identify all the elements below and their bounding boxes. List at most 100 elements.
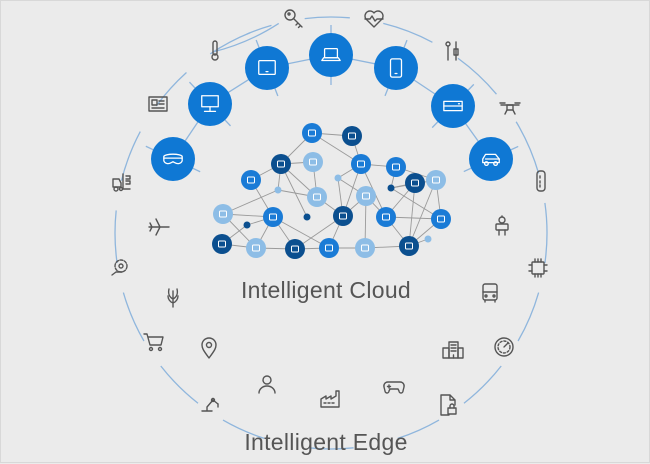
intelligent-cloud-label: Intelligent Cloud [240,277,412,303]
gauge-icon [494,337,514,357]
node-glyph [348,132,356,140]
node-glyph [277,160,285,168]
cloud-node [351,154,371,174]
ring-segment [209,32,251,55]
cloud-node [355,238,375,258]
cloud-node [241,170,261,190]
edge-device-laptop [309,33,353,77]
ring-segment [114,210,118,264]
ring-segment [397,419,440,440]
device-stub [255,39,260,48]
network-link [408,182,416,247]
network-link [222,189,279,215]
tablet-icon [258,60,276,76]
location-pin-icon [201,337,217,359]
network-link [408,179,437,247]
device-circle [151,137,195,181]
cloud-node [319,238,339,258]
device-circle [188,82,232,126]
edge-device-car [469,137,513,181]
node-glyph [308,129,316,137]
phone-icon [389,58,403,78]
chip-icon [528,258,548,278]
node-glyph [218,240,226,248]
cloud-node [302,123,322,143]
plant-icon [167,288,179,308]
cloud-junction [274,186,282,194]
node-glyph [362,192,370,200]
forklift-icon [112,173,131,192]
node-glyph [269,213,277,221]
node-glyph [357,160,365,168]
node-glyph [219,210,227,218]
device-stub [510,145,519,151]
edge-device-phone [374,46,418,90]
tools-icon [445,41,459,61]
cloud-node [307,187,327,207]
factory-icon [320,390,340,408]
node-glyph [325,244,333,252]
cloud-node [285,239,305,259]
device-circle [374,46,418,90]
ring-segment [122,292,145,342]
cloud-node [333,206,353,226]
cloud-node [303,152,323,172]
ring-segment [160,365,199,404]
cloud-node [246,238,266,258]
ring-segment [544,202,548,264]
cloud-junction [303,213,311,221]
robot-icon [495,215,509,236]
device-stub [384,88,389,97]
cloud-node [426,170,446,190]
node-glyph [392,163,400,171]
ring-segment [515,121,540,174]
key-icon [284,9,303,29]
device-stub [192,167,201,173]
robot-arm-icon [201,397,219,412]
ring-segment [120,131,141,181]
document-lock-icon [440,394,457,416]
cloud-network [212,123,451,259]
edge-ring [114,16,548,450]
cloud-node [356,186,376,206]
device-stub [224,119,231,127]
ring-segment [517,292,540,342]
cloud-node [431,209,451,229]
edge-device-server [431,84,475,128]
drone-icon [499,102,521,115]
person-icon [258,375,276,394]
node-glyph [432,176,440,184]
airplane-icon [148,218,170,236]
bus-icon [482,283,498,303]
node-glyph [313,193,321,201]
device-circle [245,46,289,90]
ring-segment [383,22,433,43]
node-glyph [405,242,413,250]
shopping-cart-icon [143,333,164,352]
edge-device-desktop [188,82,232,126]
intelligent-edge-label: Intelligent Edge [244,429,408,455]
ring-segment [457,57,497,95]
device-stub [463,167,472,173]
ring-segment [222,419,265,440]
edge-device-tablet [245,46,289,90]
ring-segment [155,71,187,107]
gamepad-icon [383,381,405,394]
newspaper-icon [148,96,168,112]
laptop-icon [321,47,341,62]
cloud-node [386,157,406,177]
cloud-node [376,207,396,227]
heart-pulse-icon [364,10,384,28]
cloud-node [405,173,425,193]
ring-segment [463,365,502,404]
device-stub [431,121,439,129]
node-glyph [361,244,369,252]
device-stub [403,39,408,48]
thermometer-icon [211,40,219,61]
node-glyph [252,244,260,252]
ring-segment [304,16,350,20]
node-glyph [309,158,317,166]
node-glyph [291,245,299,253]
